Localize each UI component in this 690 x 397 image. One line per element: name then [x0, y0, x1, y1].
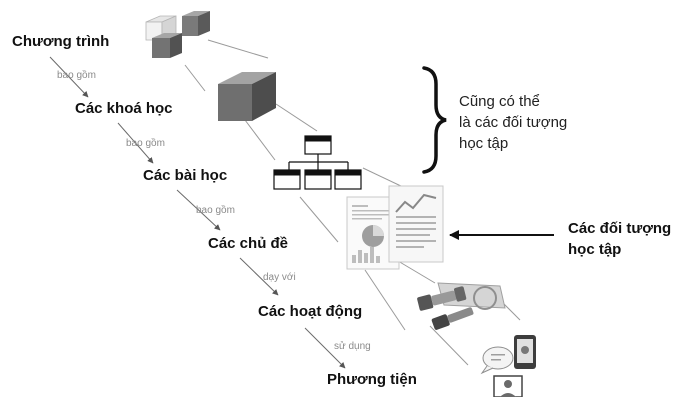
tools-icon: [417, 282, 506, 330]
connector-line-4: [244, 119, 276, 161]
connector-line-8: [364, 269, 406, 331]
relation-label-4: dạy với: [263, 272, 296, 283]
connector-line-3: [275, 103, 318, 132]
note-line-3: học tập: [459, 135, 509, 152]
connector-line-10: [429, 325, 469, 366]
relation-label-2: bao gồm: [126, 138, 165, 149]
note-line-1: Cũng có thể: [459, 93, 540, 110]
callout-line-2: học tập: [568, 241, 622, 258]
level-topics: Các chủ đề: [208, 235, 289, 252]
level-courses: Các khoá học: [75, 100, 173, 117]
hierarchy-arrows: [49, 56, 346, 369]
connector-line-2: [184, 64, 206, 92]
flow-arrow-1: [49, 56, 89, 98]
note-line-2: là các đối tượng: [459, 114, 568, 131]
cubes-icon: [145, 11, 210, 58]
connector-line-1: [207, 39, 269, 59]
learning-objects-callout: Các đối tượng học tập: [568, 218, 671, 260]
note-text: Cũng có thể là các đối tượng học tập: [459, 91, 567, 154]
connector-line-6: [299, 196, 339, 243]
relation-label-3: bao gồm: [196, 205, 235, 216]
level-lessons: Các bài học: [143, 167, 228, 184]
level-media: Phương tiện: [327, 371, 417, 388]
report-charts-icon: [346, 185, 444, 270]
curly-brace: [422, 66, 447, 174]
relation-label-1: bao gồm: [57, 70, 96, 81]
large-cube-icon: [218, 72, 276, 121]
flow-arrow-3: [176, 189, 221, 231]
relation-label-5: sử dụng: [334, 341, 371, 352]
callout-line-1: Các đối tượng: [568, 220, 672, 237]
flow-arrow-4: [239, 257, 279, 296]
connector-line-5: [362, 167, 404, 188]
flow-arrow-2: [117, 122, 154, 164]
people-media-icon: [480, 335, 536, 397]
level-program: Chương trình: [12, 33, 110, 50]
flow-arrow-5: [304, 327, 346, 369]
org-chart-icon: [273, 135, 362, 190]
level-activities: Các hoạt động: [258, 303, 363, 320]
